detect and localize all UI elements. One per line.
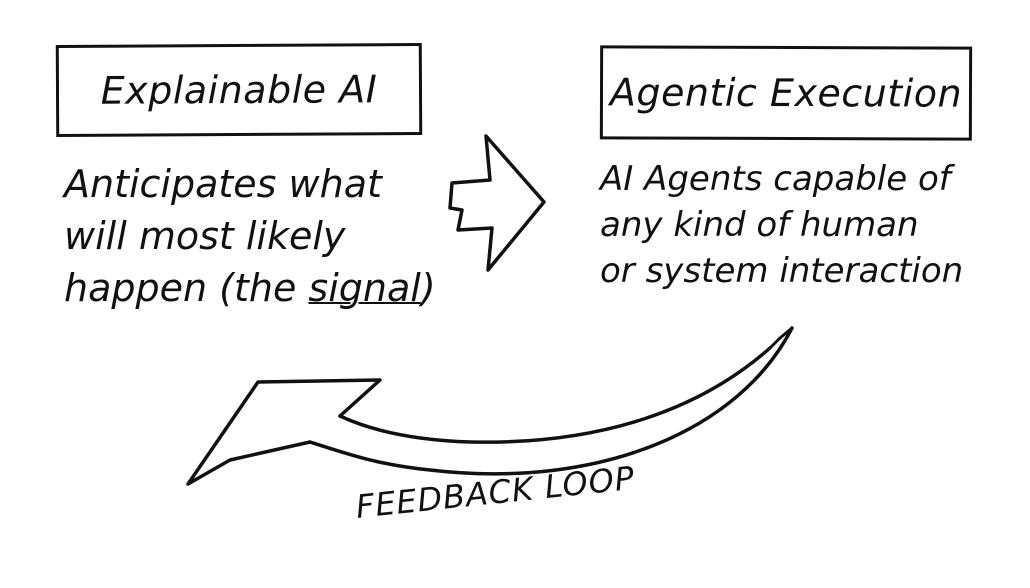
description-line-1: Anticipates what: [64, 162, 382, 206]
description-line-1: AI Agents capable of: [600, 159, 951, 199]
right-arrow-icon: [448, 134, 546, 272]
description-line-3: or system interaction: [600, 251, 964, 291]
signal-word: signal: [308, 266, 421, 310]
explainable-ai-title: Explainable AI: [100, 67, 378, 113]
description-line-2: will most likely: [64, 214, 346, 258]
description-line-2: any kind of human: [600, 205, 919, 245]
line3-prefix: happen (the: [64, 266, 309, 310]
explainable-ai-description: Anticipates what will most likely happen…: [64, 158, 444, 314]
curved-arrow-icon: [186, 326, 794, 486]
description-line-3: happen (the signal): [64, 262, 444, 314]
line3-suffix: ): [420, 266, 436, 310]
explainable-ai-box: Explainable AI: [55, 43, 423, 137]
agentic-execution-description: AI Agents capable of any kind of human o…: [600, 156, 1020, 294]
agentic-execution-title: Agentic Execution: [609, 70, 963, 116]
agentic-execution-box: Agentic Execution: [599, 45, 973, 141]
